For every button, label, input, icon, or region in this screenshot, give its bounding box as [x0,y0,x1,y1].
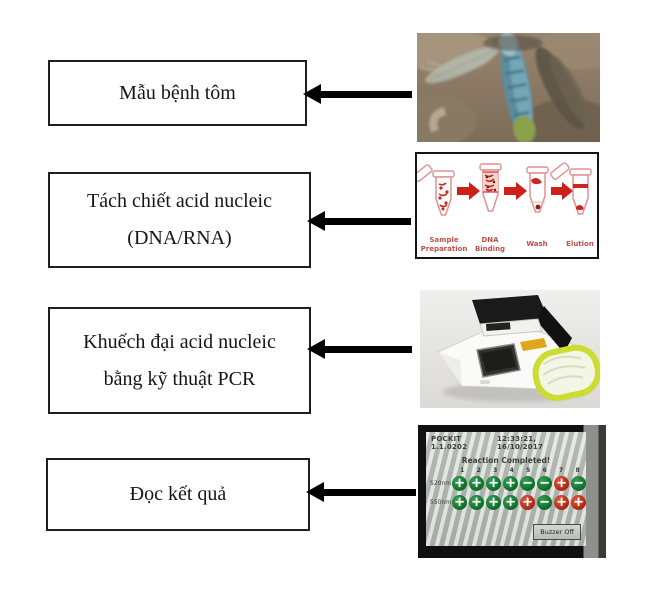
extraction-illustration: Sample Preparation DNA Binding Wash Elut… [417,162,594,253]
microtube-icon [479,163,502,212]
arrowhead-icon [306,482,324,502]
shrimp-photo-illustration [417,33,600,142]
well-column-number: 2 [476,467,481,474]
well-result-icon: + [452,476,468,491]
tube-step-label: Sample [429,236,458,244]
flow-box-label: Tách chiết acid nucleic [87,190,272,212]
well-row-520nm: 520nm ++++−−+− [430,474,587,493]
well-result-icon: + [554,495,570,510]
arrowhead-icon [307,339,325,359]
well-result-icon: − [537,476,553,491]
well-row-label: 520nm [430,480,452,487]
flow-box-label: Đọc kết quả [129,483,227,505]
well-column-number: 5 [526,467,531,474]
left-arrow-icon [306,482,416,502]
tube-step-label: Preparation [421,245,468,253]
flow-box-label: Mẫu bệnh tôm [119,81,236,104]
eluate-band [573,184,588,188]
well-column-number: 6 [542,467,547,474]
flow-box-label: Khuếch đại acid nucleic [83,330,276,353]
arrow-shaft [325,217,411,225]
left-arrow-icon [307,339,412,359]
well-column-number: 8 [575,467,580,474]
well-result-icon: + [520,495,536,510]
buzzer-off-button: Buzzer Off [533,524,581,540]
flow-box-sample: Mẫu bệnh tôm [48,60,307,126]
red-arrow-icon [551,182,573,200]
left-arrow-icon [303,84,412,104]
well-result-icon: + [554,476,570,491]
left-arrow-icon [307,211,411,231]
well-result-icon: + [503,476,519,491]
microtube-icon [549,162,592,215]
cartridge [486,322,511,331]
well-row-label: 550nm [430,499,452,506]
screen-timestamp: 12:33:21, 16/10/2017 [496,435,544,451]
flow-box-readout: Đọc kết quả [46,458,310,531]
flow-box-amplification: Khuếch đại acid nucleic bằng kỹ thuật PC… [48,307,311,414]
arrow-shaft [325,345,412,353]
accent-rim [532,344,600,401]
well-result-icon: + [486,476,502,491]
well-result-icon: − [520,476,536,491]
orange-label [520,338,547,351]
well-column-number: 7 [559,467,564,474]
extraction-steps-diagram: Sample Preparation DNA Binding Wash Elut… [415,152,599,259]
tube-step-label: Wash [526,240,547,248]
pale-shrimp-shape [420,46,499,84]
well-result-icon: + [469,495,485,510]
result-screen-photo: POCKIT 1.1.0202 12:33:21, 16/10/2017 Rea… [418,425,606,558]
well-column-number: 1 [460,467,465,474]
device-firmware-label: POCKIT 1.1.0202 [431,435,468,451]
flow-box-label: (DNA/RNA) [127,227,232,249]
dark-shrimp-shape [535,46,591,130]
well-row-cells: +++++−++ [451,494,587,511]
arrow-shaft [321,90,412,98]
tube-step-label: Binding [475,245,505,253]
well-row-550nm: 550nm +++++−++ [430,493,587,512]
well-result-icon: + [469,476,485,491]
shrimp-sample-photo [417,33,600,142]
sample-content [438,182,449,211]
tube-step-label: DNA [481,236,499,244]
well-column-headers: 1 2 3 4 5 6 7 8 [454,467,586,474]
red-arrow-icon [457,182,480,200]
bound-dna-content [484,174,495,192]
device-lcd-screen: POCKIT 1.1.0202 12:33:21, 16/10/2017 Rea… [426,432,587,546]
device-lid-side [536,306,572,353]
arrowhead-icon [307,211,325,231]
red-arrow-icon [504,182,527,200]
well-result-icon: − [537,495,553,510]
microtube-icon [417,164,455,216]
arrow-shaft [324,488,416,496]
pcr-machine-photo [420,290,600,408]
flow-box-label: bằng kỹ thuật PCR [103,367,256,390]
pcr-machine-illustration [420,290,600,408]
well-result-icon: + [571,495,587,510]
well-row-cells: ++++−−+− [451,475,587,492]
well-result-icon: + [452,495,468,510]
flow-box-extraction: Tách chiết acid nucleic (DNA/RNA) [48,172,311,268]
wash-smear [531,178,542,185]
well-result-icon: + [503,495,519,510]
screen-status: Reaction Completed! [461,456,551,465]
well-result-icon: + [486,495,502,510]
well-column-number: 4 [509,467,514,474]
well-result-icon: − [571,476,587,491]
arrowhead-icon [303,84,321,104]
microtube-icon [526,166,549,213]
tube-step-label: Elution [566,240,594,248]
well-column-number: 3 [493,467,498,474]
